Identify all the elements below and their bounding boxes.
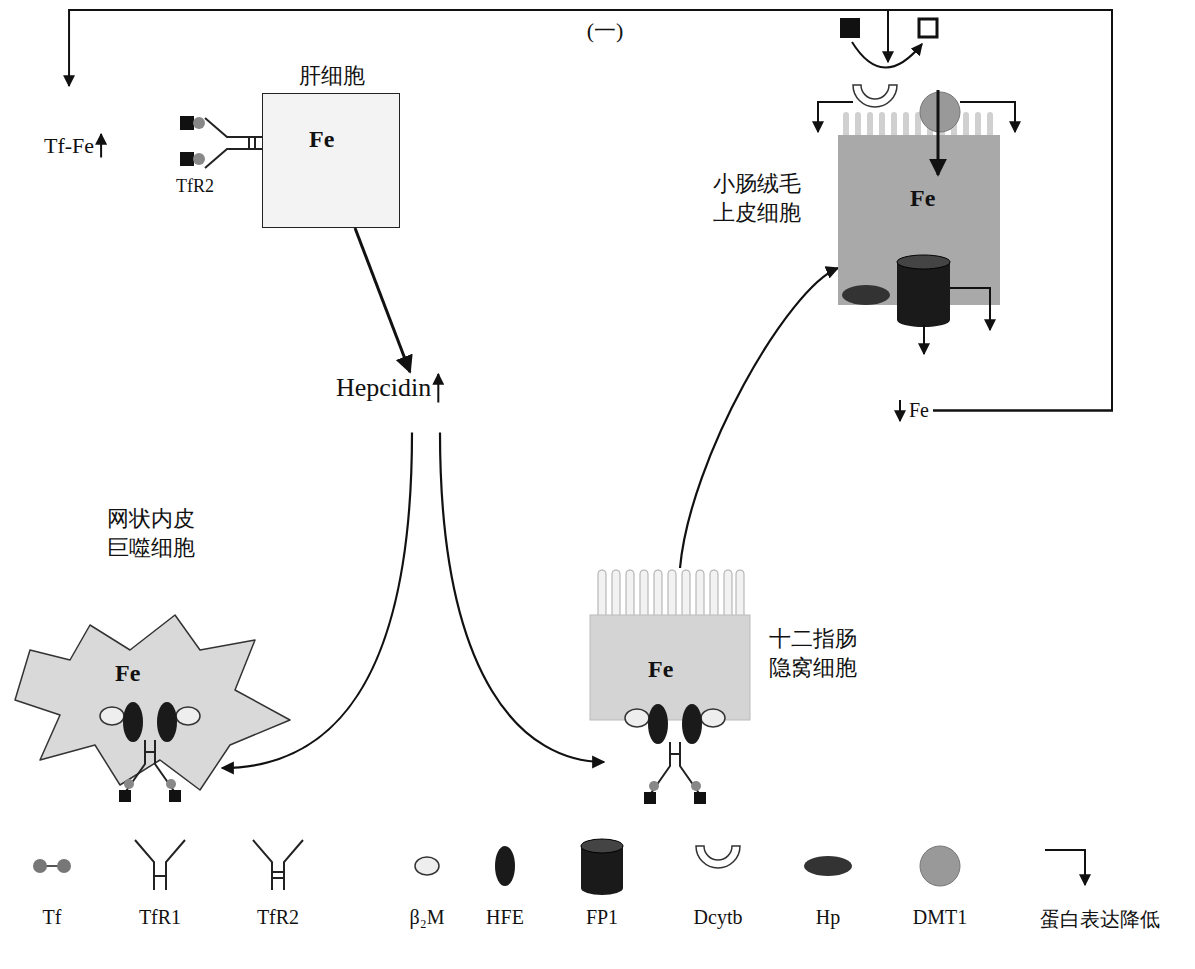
iron-level: Fe [910,183,935,213]
legend-text: HFE [486,906,524,929]
legend-symbols [33,839,1085,895]
connector [69,10,1112,411]
level-arrow [899,400,901,421]
cell-name: 网状内皮 巨噬细胞 [100,505,201,562]
receptor-tfr2 [180,116,262,168]
connector [355,228,410,372]
connector [680,268,838,568]
node-text: Fe [909,398,929,423]
part-label: TfR2 [176,176,214,197]
legend-text: TfR1 [139,906,181,929]
legend-text: DMT1 [913,906,967,929]
node-text: Hepcidin [336,372,431,405]
legend-text: β₂M [410,906,445,929]
hormone-node: Hepcidin [332,372,437,433]
macrophage-cell: 网状内皮 巨噬细胞Fe [0,600,300,800]
iron-node: Fe [905,396,933,425]
legend-text: TfR2 [257,906,299,929]
edge-label: (一) [584,16,627,46]
hepatocyte-box: 肝细胞Fe [262,93,400,228]
legend-text: Hp [816,906,840,929]
crypt-cell-outline [590,568,750,720]
cell-name: 小肠绒毛 上皮细胞 [706,170,807,227]
legend-text: 蛋白表达降低 [1040,906,1160,933]
crypt-cell: 十二指肠 隐窝细胞Fe [590,568,750,720]
iron-level: Fe [648,654,673,684]
cell-name: 十二指肠 隐窝细胞 [762,625,863,682]
connector [440,433,604,763]
legend-text: FP1 [586,906,618,929]
macrophage-outline [0,600,300,800]
level-arrow [100,134,102,158]
iron-level: Fe [309,124,334,154]
level-arrow [437,374,439,403]
legend-text: Dcytb [694,906,743,929]
serum-iron-node: Tf-Fe [40,86,98,162]
villus-cell: 小肠绒毛 上皮细胞Fe [838,112,1000,305]
cell-name: 肝细胞 [263,62,401,90]
legend-text: Tf [43,906,62,929]
iron-level: Fe [115,658,140,688]
node-text: Tf-Fe [44,132,94,160]
